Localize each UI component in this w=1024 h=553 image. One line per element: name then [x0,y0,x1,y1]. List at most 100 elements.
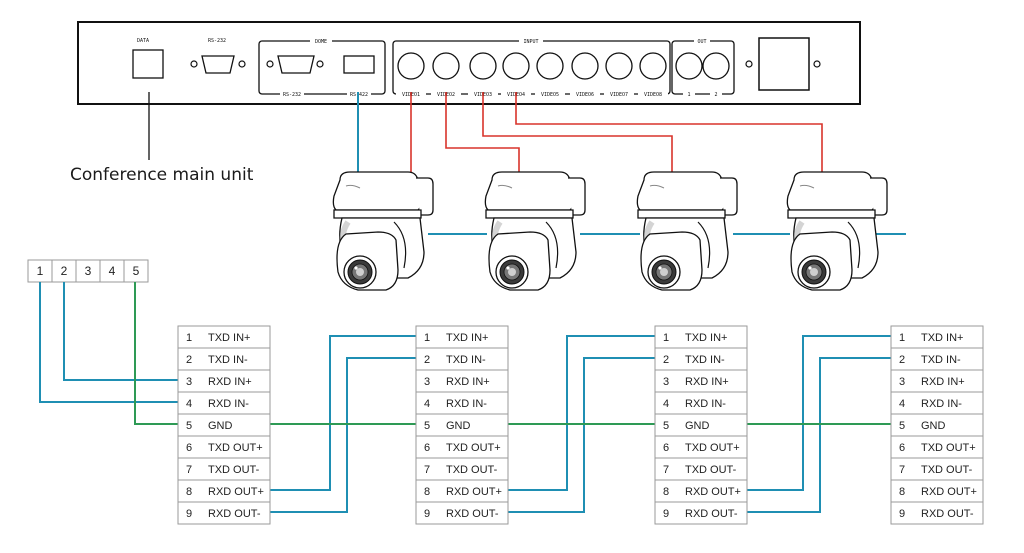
video-output-group: OUT 1 2 [671,37,735,98]
bnc-input-6 [571,52,599,80]
terminal-signal: TXD IN+ [685,332,727,344]
terminal-number: 6 [424,442,430,454]
out-2-label: 2 [714,92,717,98]
dome-rs422-port [343,55,375,74]
terminal-row [177,501,271,525]
terminal-number: 2 [899,354,905,366]
bnc-input-3 [469,52,497,80]
video-input-label: VIDEO7 [610,92,628,98]
terminal-signal: GND [921,420,946,432]
wire-b1-b2-txd-minus [270,357,416,513]
pin-header-number: 3 [85,264,92,278]
terminal-number: 5 [424,420,430,432]
terminal-number: 8 [424,486,430,498]
terminal-signal: RXD IN- [446,398,487,410]
terminal-number: 6 [186,442,192,454]
terminal-signal: TXD OUT- [921,464,973,476]
input-label: INPUT [523,39,538,45]
terminal-signal: TXD OUT- [208,464,260,476]
terminal-signal: TXD OUT+ [208,442,263,454]
rs232-port-label: RS-232 [208,38,226,44]
main-unit-rear-panel: DATA RS-232 DOME RS-232 RS-422 INPUT [77,21,861,105]
wire-b2-b3-txd-plus [508,335,655,491]
terminal-signal: RXD IN+ [446,376,490,388]
terminal-signal: TXD OUT- [446,464,498,476]
terminal-signal: GND [208,420,233,432]
terminal-signal: RXD OUT- [208,508,261,520]
terminal-signal: RXD IN- [685,398,726,410]
screw-icon [238,60,246,68]
terminal-signal: RXD OUT+ [446,486,502,498]
terminal-number: 4 [663,398,669,410]
terminal-signal: RXD OUT+ [685,486,741,498]
terminal-signal: RXD OUT+ [921,486,977,498]
terminal-number: 7 [424,464,430,476]
wire-b3-b4-txd-plus [747,335,891,491]
terminal-signal: TXD IN- [208,354,248,366]
terminal-number: 9 [186,508,192,520]
bnc-input-8 [639,52,667,80]
video-input-label: VIDEO5 [541,92,559,98]
terminal-number: 3 [663,376,669,388]
bnc-inputs [397,52,667,80]
terminal-number: 7 [186,464,192,476]
terminal-number: 5 [186,420,192,432]
data-port-label: DATA [137,38,149,44]
terminal-number: 4 [186,398,192,410]
terminal-signal: TXD OUT- [685,464,737,476]
terminal-signal: RXD OUT- [921,508,974,520]
video-wires [410,92,823,172]
rs485-wiring [39,282,891,513]
wire-pin2-rxd-in-plus [63,282,178,381]
pin-header-number: 1 [37,264,44,278]
dome-label: DOME [315,39,327,45]
terminal-number: 8 [899,486,905,498]
screw-icon [190,60,198,68]
terminal-number: 7 [899,464,905,476]
terminal-number: 5 [899,420,905,432]
terminal-number: 4 [424,398,430,410]
terminal-number: 6 [899,442,905,454]
bnc-input-4 [502,52,530,80]
terminal-signal: TXD IN+ [921,332,963,344]
terminal-row [415,501,509,525]
terminal-number: 8 [186,486,192,498]
terminal-number: 1 [424,332,430,344]
out-1-label: 1 [687,92,690,98]
terminal-row [890,501,984,525]
video-input-label: VIDEO6 [576,92,594,98]
terminal-number: 2 [186,354,192,366]
screw-icon [745,60,753,68]
terminal-number: 5 [663,420,669,432]
wire-b1-b2-txd-plus [270,335,416,491]
terminal-number: 8 [663,486,669,498]
ptz-camera-1 [333,172,433,290]
screw-icon [316,60,324,68]
terminal-number: 3 [424,376,430,388]
screw-icon [813,60,821,68]
terminal-number: 9 [424,508,430,520]
terminal-row [654,501,748,525]
bnc-input-1 [397,52,425,80]
pin-header-number: 5 [133,264,140,278]
bnc-output-2 [702,52,730,80]
terminal-number: 7 [663,464,669,476]
out-label: OUT [697,39,706,45]
rs232-port [201,55,235,74]
power-socket [758,37,810,91]
terminal-number: 2 [424,354,430,366]
terminal-signal: RXD OUT+ [208,486,264,498]
wire-b2-b3-txd-minus [508,357,655,513]
screw-icon [266,60,274,68]
ptz-camera-2 [485,172,585,290]
terminal-number: 2 [663,354,669,366]
terminal-number: 9 [663,508,669,520]
terminal-signal: TXD IN+ [446,332,488,344]
ptz-camera-3 [637,172,737,290]
dome-rs232-label: RS-232 [283,92,301,98]
